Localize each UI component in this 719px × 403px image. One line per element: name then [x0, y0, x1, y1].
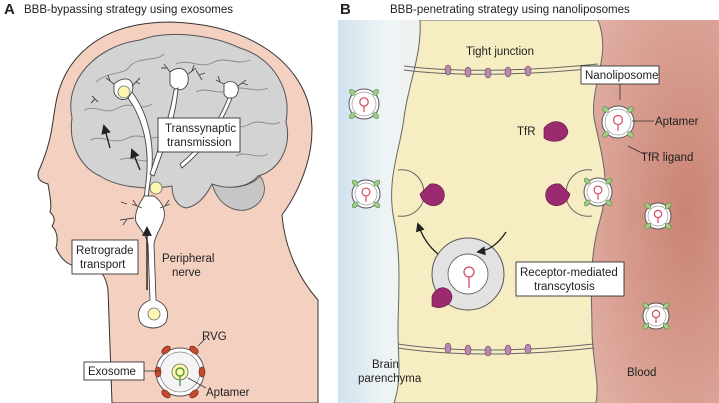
brain-label-1: Brain	[372, 359, 399, 371]
nanoliposome-list	[348, 88, 672, 330]
tfr-label: TfR	[517, 126, 536, 138]
rvg-leader	[197, 337, 207, 347]
aptamer-glyph	[593, 185, 603, 200]
panel-b: B BBB-penetrating strategy using nanolip…	[338, 1, 719, 403]
retrograde-label-2: transport	[80, 259, 126, 271]
nanoliposome	[351, 179, 381, 209]
tfr-ligand-glyph	[664, 202, 672, 210]
exosome-aptamer	[175, 367, 185, 386]
tfr-ligand-glyph	[372, 89, 379, 96]
aptamer-b-label: Aptamer	[655, 116, 699, 128]
brain-label-2: parenchyma	[358, 373, 422, 385]
arrow-to-brain	[415, 222, 439, 255]
aptamer-glyph	[359, 97, 369, 113]
arrow-brain-1	[130, 148, 141, 171]
transsynaptic-label-1: Transsynaptic	[165, 123, 236, 135]
dendrites	[90, 63, 249, 104]
tfr-ligand-glyph	[644, 202, 652, 210]
rvg-label: RVG	[202, 331, 227, 343]
nanoliposome	[642, 302, 670, 330]
retrograde-label-1: Retrograde	[76, 245, 134, 257]
retrograde-box	[71, 239, 139, 275]
tfr-ligand-glyph	[373, 201, 381, 209]
tfr-pit-brain	[419, 183, 445, 206]
tfr-ligand-leader	[627, 145, 645, 155]
endothelium	[391, 20, 606, 403]
receptor-label-2: transcytosis	[534, 281, 595, 293]
tfr-in-vesicle	[431, 287, 453, 308]
panel-b-letter: B	[340, 1, 351, 18]
aptamer-a-label: Aptamer	[206, 387, 250, 399]
tfr-ligand-glyph	[373, 179, 381, 187]
aptamer-glyph	[612, 114, 624, 131]
peripheral-label-2: nerve	[172, 267, 201, 279]
arrow-to-vesicle	[476, 231, 507, 256]
cerebellum	[211, 175, 265, 211]
tfr-ligand-glyph	[372, 112, 379, 119]
transcytosis-vesicle	[431, 237, 505, 311]
receptor-label-1: Receptor-mediated	[520, 267, 618, 279]
exosome-dots	[117, 85, 163, 321]
aptamer-glyph	[653, 209, 663, 224]
tfr-ligand-glyph	[349, 112, 356, 119]
peripheral-label-1: Peripheral	[162, 253, 214, 265]
tfr-ligand-glyph	[605, 177, 613, 185]
tfr-ligand-glyph	[662, 322, 670, 330]
tfr-ligand-glyph	[351, 179, 359, 187]
blood-region	[560, 20, 719, 403]
tfr-ligand-glyph	[644, 222, 652, 230]
nerve-branches	[119, 199, 171, 226]
nanoliposome	[348, 88, 380, 120]
transsynaptic-label-2: transmission	[167, 137, 232, 149]
tfr-ligand-glyph	[351, 201, 359, 209]
tfr-ligand-glyph	[664, 222, 672, 230]
tfr-ligand-glyph	[349, 89, 356, 96]
tfr-receptors	[419, 121, 571, 206]
tfr-ligand-glyph	[605, 199, 613, 207]
exosome-large	[154, 345, 206, 399]
tfr-ligand-glyph	[627, 131, 634, 138]
nanoliposome	[644, 202, 672, 230]
tfr-ligand-glyph	[583, 199, 591, 207]
aptamer-a-leader	[187, 377, 207, 389]
nanoliposome-label: Nanoliposome	[585, 70, 659, 82]
aptamer-glyph	[361, 187, 371, 202]
exosome-label: Exosome	[88, 366, 136, 378]
tight-junction-proteins	[444, 64, 532, 357]
tfr-pit-blood	[545, 183, 571, 206]
tfr-ligand-glyph	[642, 322, 650, 330]
panel-a-title: BBB-bypassing strategy using exosomes	[24, 4, 233, 16]
tight-junction-label: Tight junction	[466, 46, 534, 58]
transsynaptic-box	[157, 117, 241, 153]
tfr-ligand-glyph	[642, 302, 650, 310]
rvg-peptides	[154, 345, 206, 399]
panel-a: A BBB-bypassing strategy using exosomes	[4, 1, 319, 403]
nanoliposome	[601, 105, 635, 139]
panel-a-letter: A	[4, 1, 15, 18]
tfr-ligand-glyph	[602, 106, 609, 113]
aptamer-glyph	[651, 309, 661, 324]
blood-label: Blood	[627, 367, 656, 379]
tfr-ligand-glyph	[627, 106, 634, 113]
tfr-ligand-glyph	[583, 177, 591, 185]
tfr-ligand-glyph	[602, 131, 609, 138]
arrow-brain-2	[101, 124, 111, 149]
tfr-ligand-label: TfR ligand	[641, 152, 693, 164]
tfr-membrane	[543, 121, 569, 142]
nanoliposome	[583, 177, 613, 207]
tfr-ligand-glyph	[662, 302, 670, 310]
receptor-box	[515, 261, 625, 297]
panel-b-title: BBB-penetrating strategy using nanolipos…	[390, 4, 630, 16]
